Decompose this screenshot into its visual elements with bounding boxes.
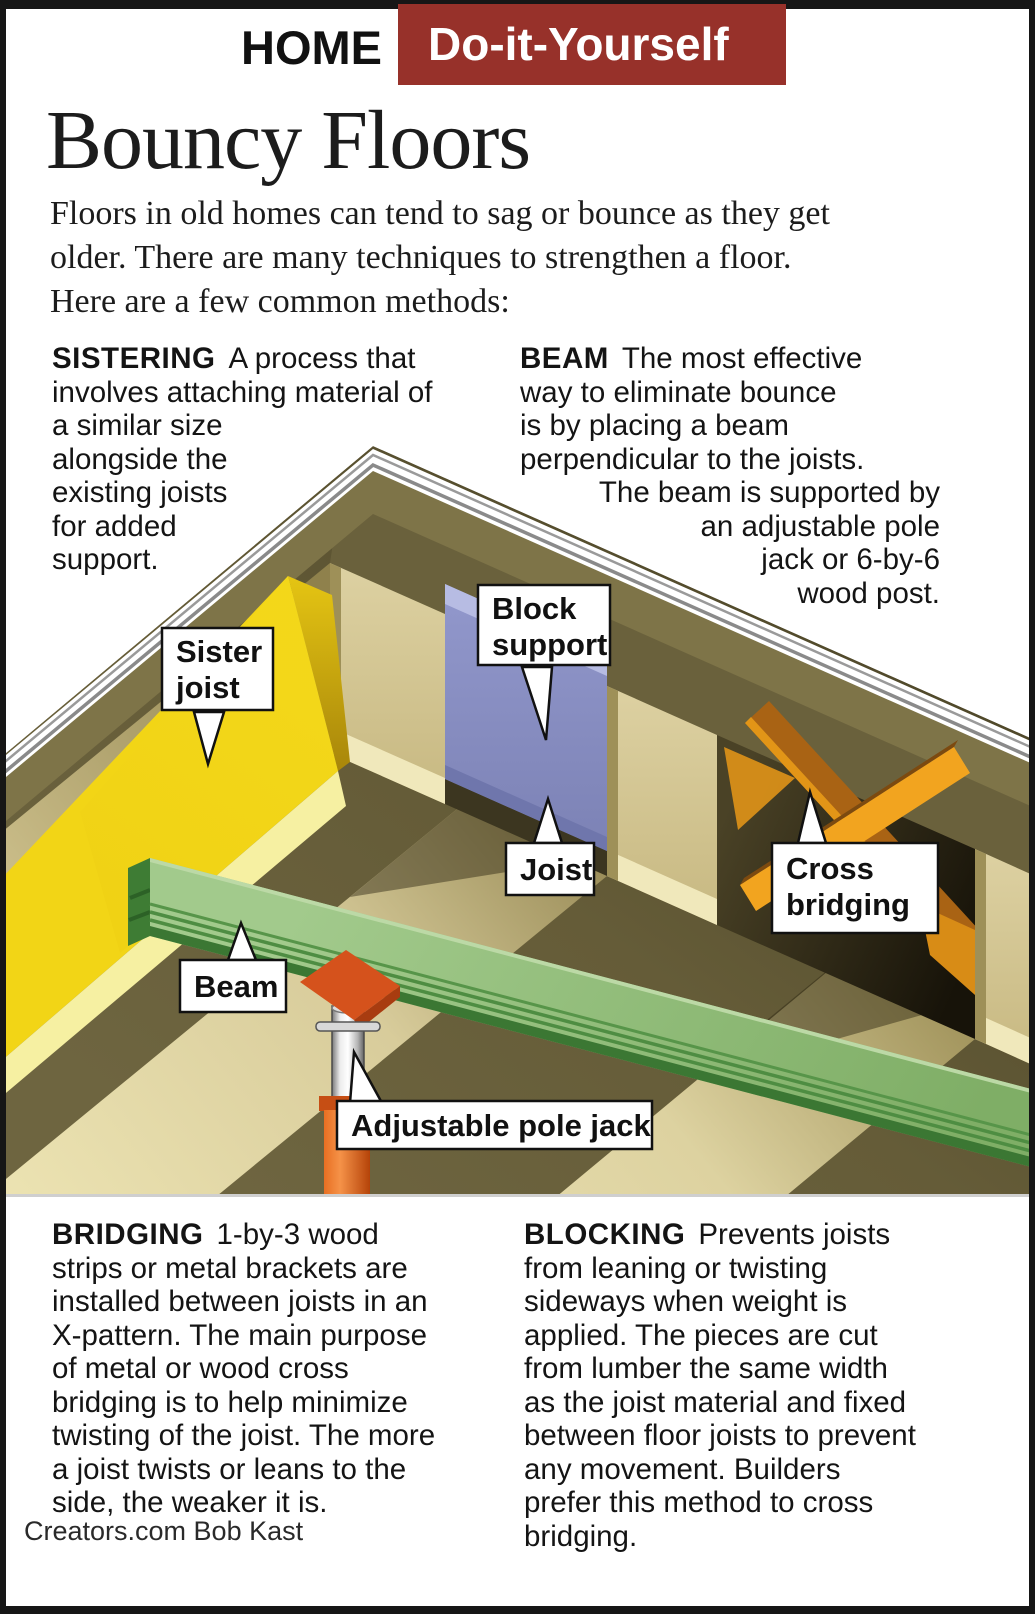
bridging-text: 1-by-3 wood strips or metal brackets are… — [52, 1218, 436, 1519]
illustration-bottom-rule — [6, 1194, 1029, 1197]
block-support-bottom-strip — [445, 765, 607, 851]
joist3-end-face — [975, 849, 1035, 1066]
beam-label: Beam — [194, 969, 278, 1004]
brand-title: Do-it-Yourself — [428, 18, 729, 70]
beam-label-box — [178, 958, 288, 1014]
beam-paragraph-continued: The beam is supported by an adjustable p… — [598, 476, 940, 610]
block-support-label-box — [476, 583, 612, 667]
jack-pin — [315, 1021, 381, 1032]
block-support-label: Block — [492, 591, 577, 626]
joist3-end-bottom-strip — [975, 1013, 1035, 1066]
joist-label: Joist — [520, 852, 592, 887]
subfloor-edge-gray-line — [0, 462, 1035, 778]
cross-bridging-label-box — [770, 841, 940, 935]
beam-end-lamination — [128, 910, 151, 922]
page-title: Bouncy Floors — [46, 94, 531, 187]
beam-text: The most effective way to eliminate boun… — [520, 342, 865, 476]
beam-lamination-line — [149, 918, 1035, 1154]
block-support-label: support — [492, 627, 607, 662]
sister-joist-label: Sister — [176, 634, 262, 669]
joist3-side-face — [30, 849, 975, 1196]
beam-face — [150, 858, 1035, 1168]
credit-line: Creators.com Bob Kast — [24, 1516, 304, 1546]
joist3-end-left-sliver — [975, 849, 986, 1044]
cross-bridging-label: bridging — [786, 887, 910, 922]
joist2-end-bottom-strip — [607, 850, 717, 925]
joist1-end-bottom-strip — [330, 727, 445, 804]
sister-joist-label-box — [160, 626, 275, 712]
sistering-term: SISTERING — [52, 342, 216, 375]
subfloor-edge-gray-line — [0, 453, 1035, 767]
blocking-text: Prevents joists from leaning or twisting… — [524, 1218, 916, 1553]
block-support-pointer — [520, 665, 554, 741]
cross-brace-back — [724, 747, 795, 830]
deck-edge-right — [373, 468, 1035, 808]
jack-plate — [300, 950, 400, 1020]
series-title: HOME — [241, 21, 382, 74]
pole-jack-label-box — [335, 1099, 654, 1151]
sistering-text: A process that involves attaching materi… — [52, 342, 433, 576]
beam-lamination-line — [149, 902, 1035, 1138]
beam-term: BEAM — [520, 342, 609, 375]
blocking-term: BLOCKING — [524, 1218, 686, 1251]
beam-end-lamination — [129, 888, 151, 900]
joist-label-box — [504, 841, 596, 897]
sister-joist-end-face — [288, 576, 350, 771]
intro-text: Floors in old homes can tend to sag or b… — [50, 195, 830, 320]
pole-jack-label: Adjustable pole jack — [351, 1108, 652, 1143]
diagram-labels: Sister joist Block support Joist Cross b… — [160, 583, 940, 1151]
beam-top-highlight — [150, 858, 1035, 1094]
sister-joist-pointer — [192, 710, 226, 769]
joist-end-faces — [330, 563, 1035, 1066]
brand-banner: Do-it-Yourself — [398, 4, 786, 85]
cross-bridging-label: Cross — [786, 851, 874, 886]
beam-end-face — [128, 858, 150, 946]
joist2-end-left-sliver — [607, 686, 618, 881]
beam-lamination-line — [149, 910, 1035, 1146]
bridging-term: BRIDGING — [52, 1218, 204, 1251]
subfloor-edge-strip — [0, 449, 1035, 782]
sister-joist-label: joist — [175, 670, 240, 705]
jack-plate-shade — [354, 986, 400, 1029]
subfloor-edge-white — [0, 449, 1035, 782]
